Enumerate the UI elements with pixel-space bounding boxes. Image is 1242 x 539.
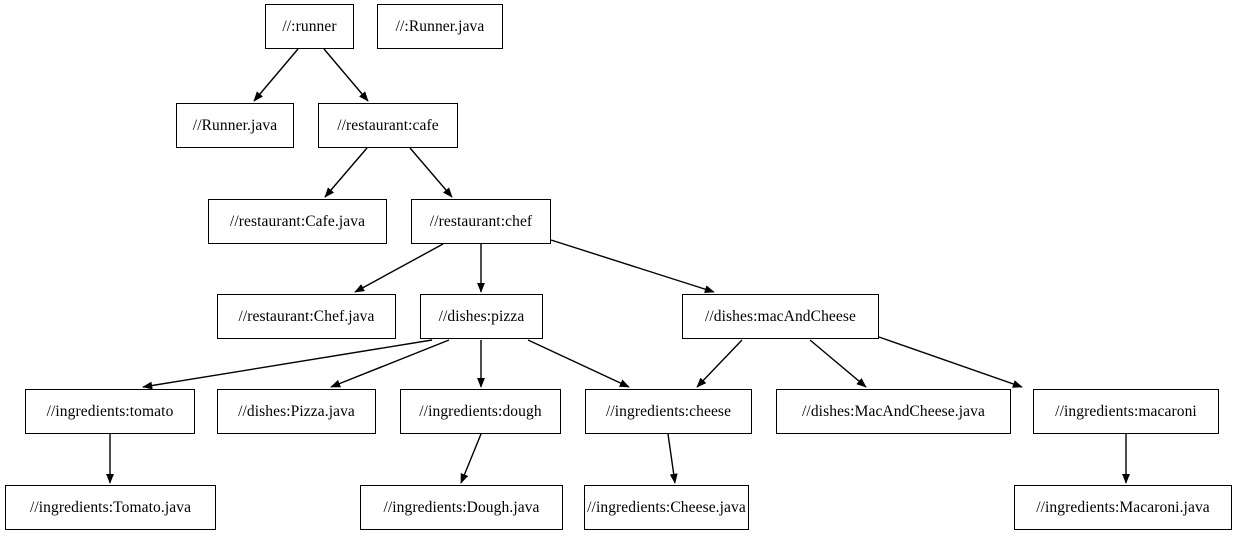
graph-edge — [324, 147, 368, 198]
graph-node-label: //dishes:pizza — [438, 307, 525, 325]
graph-node-label: //restaurant:cafe — [337, 116, 439, 134]
graph-node-ing_cheese[interactable]: //ingredients:cheese — [585, 389, 752, 434]
graph-node-ing_doughjava[interactable]: //ingredients:Dough.java — [360, 485, 563, 530]
graph-node-runner_java_root[interactable]: //:Runner.java — [377, 4, 503, 49]
graph-edge — [253, 48, 299, 102]
graph-edge — [878, 336, 1023, 388]
graph-edge — [323, 48, 369, 102]
graph-edge — [330, 339, 450, 388]
graph-node-label: //Runner.java — [192, 116, 278, 134]
graph-node-label: //:Runner.java — [395, 17, 485, 35]
graph-node-label: //restaurant:chef — [429, 212, 533, 230]
graph-edge — [460, 433, 482, 484]
graph-edge — [142, 339, 433, 390]
graph-edge — [696, 339, 743, 388]
graph-edge — [354, 243, 444, 293]
graph-edge — [527, 339, 630, 388]
graph-node-label: //:runner — [282, 17, 337, 35]
graph-node-label: //restaurant:Chef.java — [238, 307, 375, 325]
graph-node-ing_macaroni[interactable]: //ingredients:macaroni — [1033, 389, 1219, 434]
graph-node-ing_tomatojava[interactable]: //ingredients:Tomato.java — [5, 485, 216, 530]
graph-node-label: //dishes:macAndCheese — [704, 307, 857, 325]
graph-node-label: //ingredients:Dough.java — [383, 498, 540, 516]
graph-node-label: //ingredients:cheese — [605, 402, 732, 420]
graph-node-label: //dishes:MacAndCheese.java — [802, 402, 985, 420]
graph-edge — [409, 147, 453, 198]
graph-edge — [809, 339, 867, 388]
graph-node-dishes_macjava[interactable]: //dishes:MacAndCheese.java — [776, 389, 1011, 434]
graph-node-ing_dough[interactable]: //ingredients:dough — [400, 389, 561, 434]
graph-node-dishes_pizzajava[interactable]: //dishes:Pizza.java — [217, 389, 376, 434]
graph-node-label: //dishes:Pizza.java — [238, 402, 355, 420]
graph-node-restaurant_chef[interactable]: //restaurant:chef — [411, 199, 551, 244]
graph-node-ing_cheesejava[interactable]: //ingredients:Cheese.java — [584, 485, 749, 530]
graph-edge — [667, 433, 678, 484]
graph-node-restaurant_chefjava[interactable]: //restaurant:Chef.java — [217, 294, 396, 339]
graph-node-label: //ingredients:dough — [419, 402, 542, 420]
graph-node-label: //restaurant:Cafe.java — [229, 212, 366, 230]
graph-node-label: //ingredients:Macaroni.java — [1036, 498, 1210, 516]
graph-node-label: //ingredients:macaroni — [1055, 402, 1197, 420]
graph-node-runner_java[interactable]: //Runner.java — [176, 103, 294, 148]
graph-node-ing_tomato[interactable]: //ingredients:tomato — [25, 389, 195, 434]
graph-node-label: //ingredients:tomato — [46, 402, 174, 420]
graph-edge — [550, 239, 715, 294]
graph-node-restaurant_cafe[interactable]: //restaurant:cafe — [318, 103, 458, 148]
graph-node-dishes_pizza[interactable]: //dishes:pizza — [420, 294, 543, 339]
graph-node-restaurant_cafejava[interactable]: //restaurant:Cafe.java — [208, 199, 387, 244]
graph-node-label: //ingredients:Cheese.java — [587, 498, 746, 516]
graph-node-ing_macaronijava[interactable]: //ingredients:Macaroni.java — [1014, 485, 1232, 530]
graph-node-runner[interactable]: //:runner — [265, 4, 354, 49]
graph-node-label: //ingredients:Tomato.java — [29, 498, 192, 516]
graph-node-dishes_mac[interactable]: //dishes:macAndCheese — [682, 294, 879, 339]
